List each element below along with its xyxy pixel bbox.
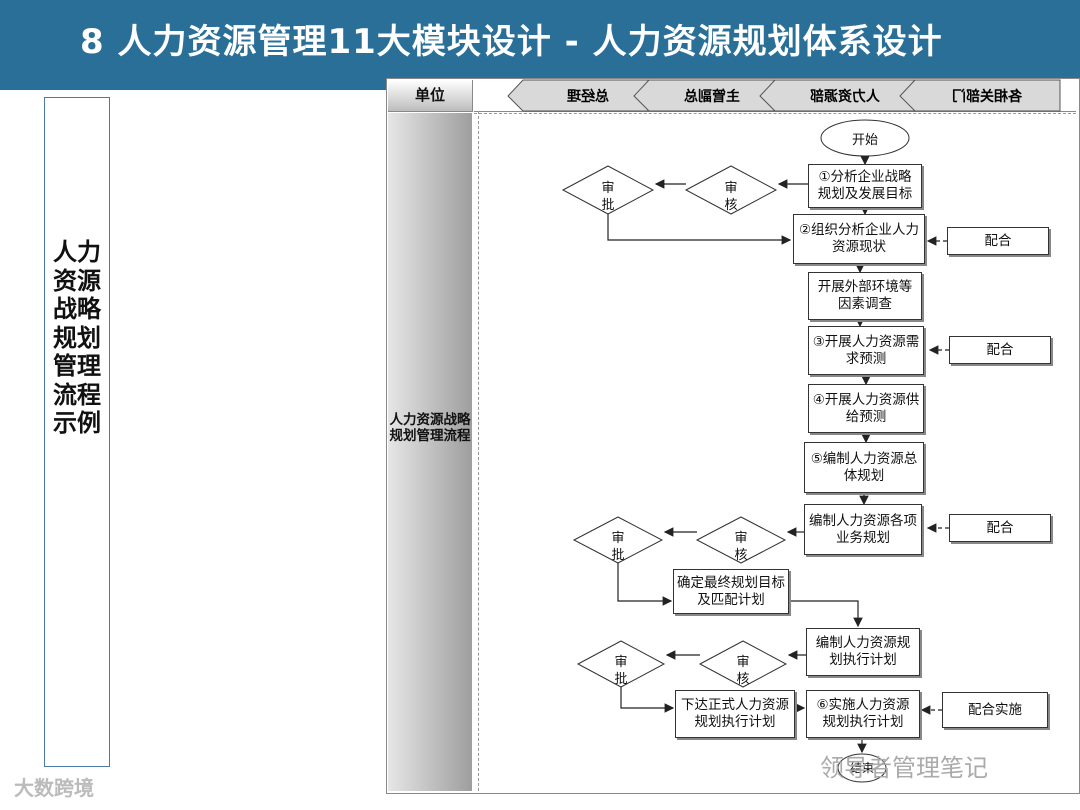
approve-diamond-2 — [572, 516, 664, 564]
support-box: 配合实施 — [942, 692, 1048, 728]
lane-column: 人力资源战略规划管理流程 — [388, 113, 472, 791]
unit-label: 单位 — [388, 80, 473, 112]
approve-label: 审批 — [614, 655, 628, 687]
step-box: ⑥实施人力资源规划执行计划 — [806, 690, 920, 738]
step-box: ③开展人力资源需求预测 — [808, 326, 924, 375]
review-diamond-2 — [695, 516, 787, 564]
step-box: ⑤编制人力资源总体规划 — [804, 442, 924, 493]
start-label: 开始 — [851, 133, 878, 148]
review-label: 审核 — [724, 181, 738, 213]
support-box: 配合 — [949, 514, 1051, 542]
review-diamond-3 — [698, 640, 788, 688]
end-label: 结束 — [849, 761, 874, 775]
support-box: 配合 — [949, 336, 1051, 364]
support-box: 配合 — [947, 227, 1049, 255]
step-box: 开展外部环境等因素调查 — [808, 272, 922, 320]
header-bar: 8 人力资源管理11大模块设计 - 人力资源规划体系设计 — [0, 0, 1080, 90]
step-box: 编制人力资源各项业务规划 — [804, 504, 922, 555]
approve-diamond-1 — [561, 165, 655, 215]
lane-label: 人力资源战略规划管理流程 — [389, 412, 471, 444]
step-box: 确定最终规划目标及匹配计划 — [673, 569, 789, 614]
divider — [478, 111, 479, 791]
review-diamond-1 — [684, 165, 778, 215]
watermark-right: 领导者管理笔记 — [820, 754, 988, 782]
approve-label: 审批 — [601, 181, 615, 213]
review-label: 审核 — [734, 531, 748, 563]
role-label: 人力资源部 — [810, 88, 880, 105]
role-label: 总经理 — [567, 88, 609, 105]
flow-arrows — [607, 155, 871, 754]
divider — [474, 113, 1076, 114]
approve-label: 审批 — [611, 531, 625, 563]
role-label: 各相关部门 — [952, 88, 1023, 105]
step-box: 编制人力资源规划执行计划 — [806, 628, 920, 676]
role-label: 主管副总 — [684, 88, 740, 105]
approve-diamond-3 — [576, 640, 666, 688]
sidebar-title: 人力资源战略规划管理流程示例 — [53, 238, 101, 437]
step-box: ①分析企业战略规划及发展目标 — [808, 164, 922, 208]
role-labels: 总经理 主管副总 人力资源部 各相关部门 — [567, 88, 1023, 105]
end-node — [837, 753, 887, 783]
review-label: 审核 — [736, 655, 750, 687]
support-arrows — [920, 236, 949, 715]
sidebar-title-box: 人力资源战略规划管理流程示例 — [44, 97, 110, 767]
step-box: 下达正式人力资源规划执行计划 — [675, 690, 795, 738]
watermark-left: 大数跨境 — [14, 776, 94, 800]
step-box: ④开展人力资源供给预测 — [808, 384, 924, 433]
page-title: 8 人力资源管理11大模块设计 - 人力资源规划体系设计 — [80, 22, 943, 62]
role-arrows — [507, 79, 1061, 112]
step-box: ②组织分析企业人力资源现状 — [793, 214, 925, 264]
